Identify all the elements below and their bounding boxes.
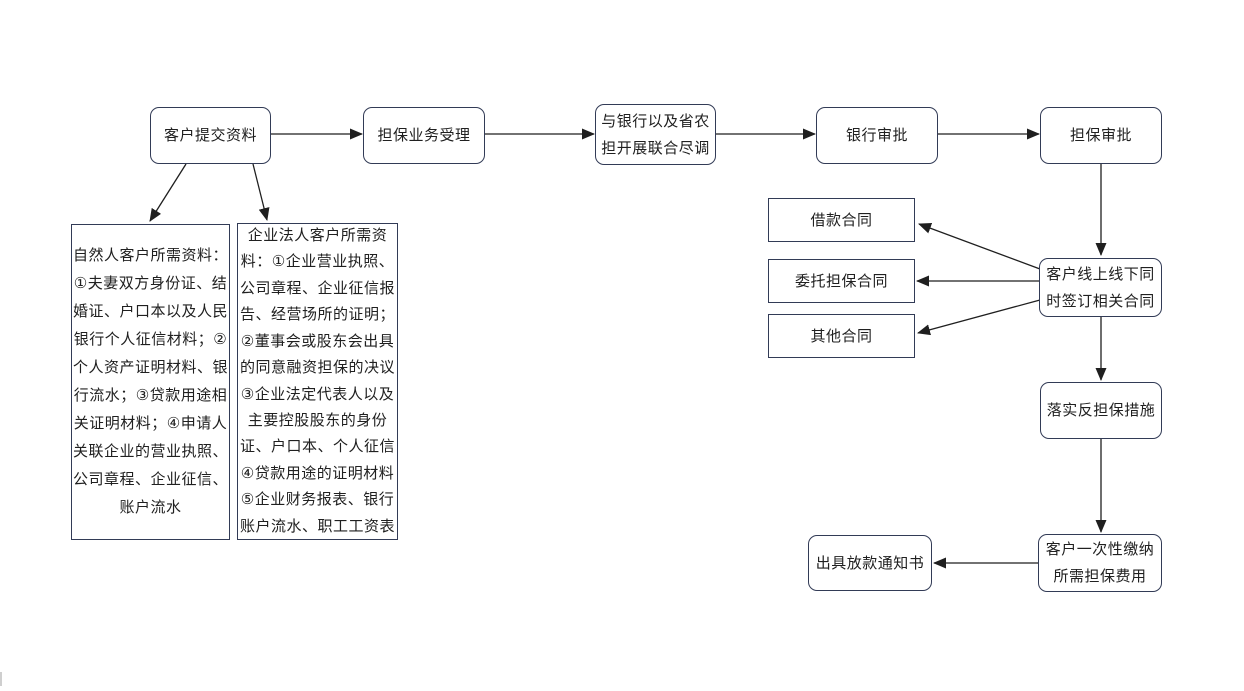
node-natural-person-required-docs: 自然人客户所需资料： ①夫妻双方身份证、结婚证、户口本以及人民银行个人征信材料；②… xyxy=(71,224,230,540)
node-corporate-required-docs: 企业法人客户所需资料：①企业营业执照、公司章程、企业征信报告、经营场所的证明； ②… xyxy=(237,223,398,540)
text-line: 自然人客户所需资料： xyxy=(72,247,228,264)
text-line: 公司章程、企业征信报 xyxy=(239,279,395,297)
text-line: 证、户口本、个人征信 xyxy=(239,438,395,456)
text-line: ④贷款用途的证明材料 xyxy=(240,464,395,482)
text-line: 所需担保费用 xyxy=(1053,568,1147,585)
node-bank-approval: 银行审批 xyxy=(816,107,938,164)
node-label: 落实反担保措施 xyxy=(1046,402,1156,419)
node-entrusted-guarantee-contract: 委托担保合同 xyxy=(768,259,915,303)
text-line: 担开展联合尽调 xyxy=(601,139,710,157)
node-label: 担保审批 xyxy=(1069,127,1132,144)
text-line: 客户线上线下同 xyxy=(1046,265,1155,283)
text-line: 企业法人客户所需资 xyxy=(247,227,388,245)
node-guarantee-approval: 担保审批 xyxy=(1040,107,1162,164)
text-line: 的同意融资担保的决议 xyxy=(239,359,395,377)
node-other-contract: 其他合同 xyxy=(768,314,915,358)
text-line: 关联企业的营业执照、 xyxy=(72,443,228,460)
text-line: 婚证、户口本以及人民 xyxy=(72,303,228,320)
text-line: 主要控股股东的身份 xyxy=(247,411,388,429)
arrow-submit-to-corporate xyxy=(252,163,270,221)
node-customer-submit-docs: 客户提交资料 xyxy=(150,107,271,164)
arrow-signcontracts-to-loancontract xyxy=(918,223,1041,270)
node-label: 出具放款通知书 xyxy=(815,554,925,572)
text-line: ①夫妻双方身份证、结 xyxy=(73,275,228,292)
node-implement-counter-guarantee: 落实反担保措施 xyxy=(1040,382,1162,439)
text-line: 与银行以及省农 xyxy=(601,112,710,130)
screen-edge-artifact xyxy=(0,672,2,686)
text-line: 行流水；③贷款用途相 xyxy=(73,387,228,404)
text-line: 公司章程、企业征信、 xyxy=(72,471,228,488)
node-label: 客户提交资料 xyxy=(163,127,257,144)
text-line: 银行个人征信材料；② xyxy=(73,331,228,348)
node-label: 借款合同 xyxy=(810,211,873,229)
arrow-signcontracts-to-othercontract xyxy=(917,299,1041,336)
node-pay-guarantee-fee: 客户一次性缴纳所需担保费用 xyxy=(1038,534,1162,592)
node-issue-loan-notice: 出具放款通知书 xyxy=(808,535,932,591)
text-line: 时签订相关合同 xyxy=(1046,292,1155,310)
text-line: 个人资产证明材料、银 xyxy=(72,359,228,376)
node-loan-contract: 借款合同 xyxy=(768,198,915,242)
text-line: ⑤企业财务报表、银行 xyxy=(240,491,395,509)
text-line: 账户流水、职工工资表 xyxy=(239,517,395,535)
text-line: 料：①企业营业执照、 xyxy=(240,253,395,271)
node-label: 委托担保合同 xyxy=(794,272,888,290)
node-sign-related-contracts: 客户线上线下同时签订相关合同 xyxy=(1039,258,1162,317)
node-joint-due-diligence: 与银行以及省农担开展联合尽调 xyxy=(595,104,716,165)
text-line: 账户流水 xyxy=(119,499,182,516)
text-line: 告、经营场所的证明； xyxy=(239,306,395,324)
text-line: ②董事会或股东会出具 xyxy=(240,332,395,350)
text-line: ③企业法定代表人以及 xyxy=(240,385,395,403)
node-guarantee-business-acceptance: 担保业务受理 xyxy=(363,107,485,164)
node-label: 银行审批 xyxy=(845,127,908,144)
text-line: 客户一次性缴纳 xyxy=(1045,541,1155,558)
arrow-submit-to-naturalperson xyxy=(149,163,187,222)
node-label: 其他合同 xyxy=(810,327,873,345)
text-line: 关证明材料；④申请人 xyxy=(73,415,228,432)
node-label: 担保业务受理 xyxy=(377,127,471,144)
